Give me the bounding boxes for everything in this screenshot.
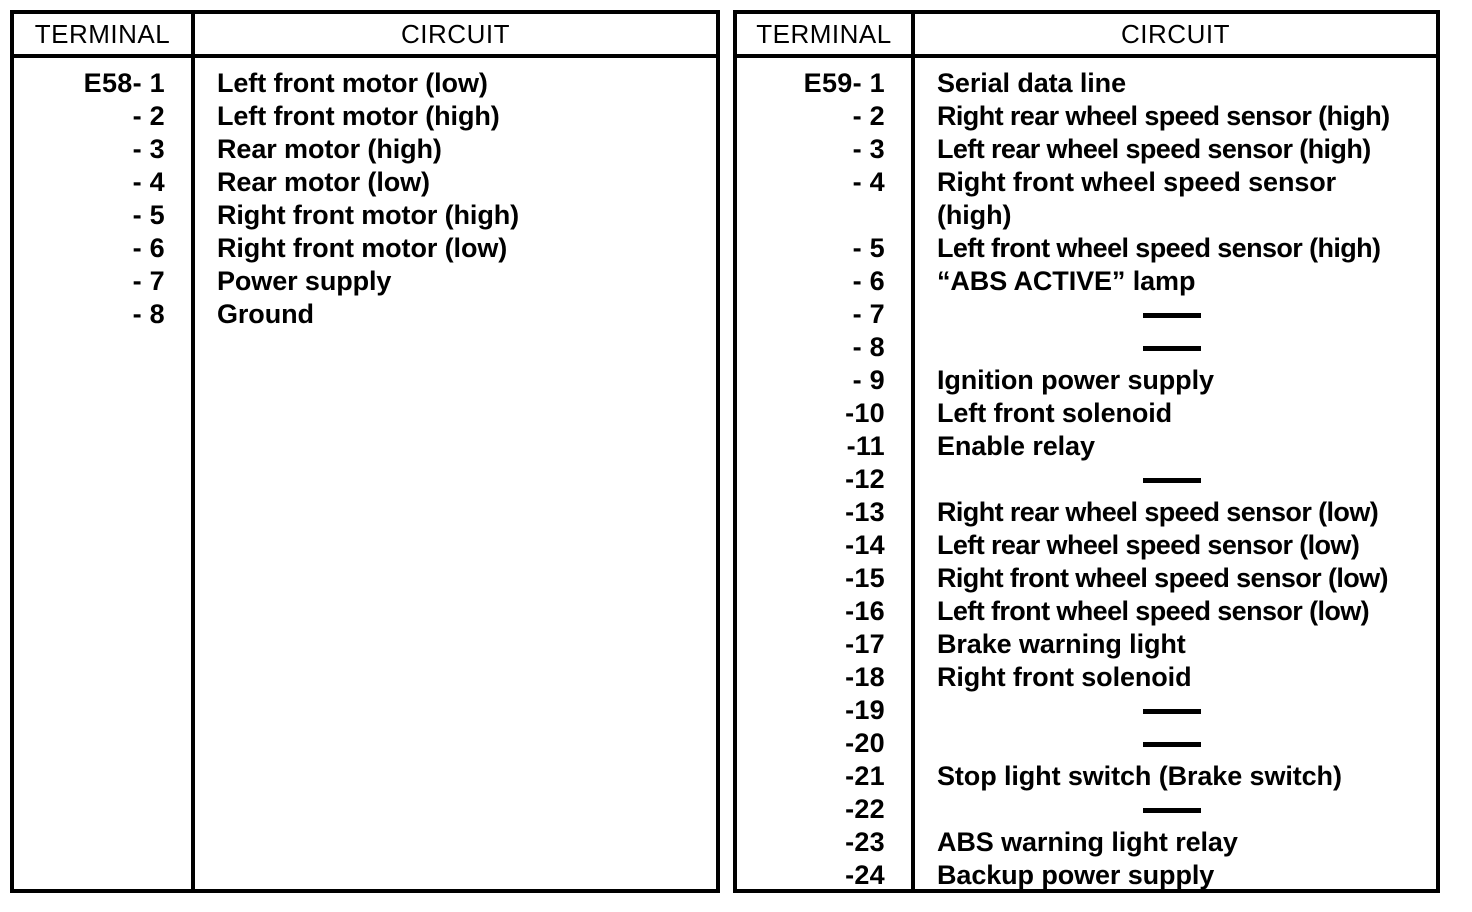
circuit-cell: Rear motor (high) <box>217 134 442 164</box>
circuit-cell: Serial data line <box>937 68 1126 98</box>
terminal-cell: -12 <box>845 464 885 494</box>
circuit-cell: Backup power supply <box>937 860 1215 890</box>
column-header-terminal-right: TERMINAL <box>737 14 915 54</box>
terminal-cell: - 5 <box>132 200 165 230</box>
terminal-cell: - 8 <box>852 332 885 362</box>
circuit-cell: “ABS ACTIVE” lamp <box>937 266 1196 296</box>
terminal-cell: -19 <box>845 695 885 725</box>
terminal-cell: -18 <box>845 662 885 692</box>
terminal-column-left: E58- 1 - 2 - 3 - 4 - 5 - 6 - 7 - 8 <box>14 58 195 889</box>
circuit-cell-blank <box>937 727 1436 760</box>
terminal-cell: -16 <box>845 596 885 626</box>
circuit-cell-blank <box>937 331 1436 364</box>
column-header-terminal-left: TERMINAL <box>14 14 195 54</box>
terminal-cell: - 7 <box>852 299 885 329</box>
circuit-cell: Power supply <box>217 266 392 296</box>
terminal-cell: - 4 <box>852 167 885 197</box>
terminal-cell: -24 <box>845 860 885 890</box>
terminal-cell: -21 <box>845 761 885 791</box>
terminal-cell: - 4 <box>132 167 165 197</box>
terminal-cell: - 3 <box>852 134 885 164</box>
circuit-cell-blank <box>937 793 1436 826</box>
terminal-chart-right: TERMINAL CIRCUIT E59- 1 - 2 - 3 - 4 - 5 … <box>733 10 1440 893</box>
table-header-row-right: TERMINAL CIRCUIT <box>737 14 1436 58</box>
table-body-right: E59- 1 - 2 - 3 - 4 - 5 - 6 - 7 - 8 - 9 -… <box>737 58 1436 890</box>
circuit-cell: Left rear wheel speed sensor (high) <box>937 134 1371 164</box>
circuit-cell: Left front wheel speed sensor (low) <box>937 596 1370 626</box>
column-header-circuit-right: CIRCUIT <box>1121 18 1230 49</box>
circuit-cell: Right front wheel speed sensor (low) <box>937 563 1389 593</box>
circuit-cell: Right rear wheel speed sensor (low) <box>937 497 1379 527</box>
circuit-cell: Enable relay <box>937 431 1095 461</box>
terminal-cell: - 6 <box>852 266 885 296</box>
terminal-cell: - 2 <box>852 101 885 131</box>
terminal-cell: - 7 <box>132 266 165 296</box>
circuit-cell: Right front solenoid <box>937 662 1192 692</box>
circuit-cell: Stop light switch (Brake switch) <box>937 761 1342 791</box>
circuit-cell: Left front motor (low) <box>217 68 488 98</box>
circuit-cell: Rear motor (low) <box>217 167 430 197</box>
circuit-column-right: Serial data line Right rear wheel speed … <box>915 58 1436 890</box>
terminal-cell: -22 <box>845 794 885 824</box>
circuit-cell: Right front motor (low) <box>217 233 508 263</box>
terminal-column-right: E59- 1 - 2 - 3 - 4 - 5 - 6 - 7 - 8 - 9 -… <box>737 58 915 890</box>
terminal-cell: - 2 <box>132 101 165 131</box>
terminal-cell: - 8 <box>132 299 165 329</box>
terminal-cell: - 6 <box>132 233 165 263</box>
circuit-cell-blank <box>937 694 1436 727</box>
table-body-left: E58- 1 - 2 - 3 - 4 - 5 - 6 - 7 - 8 Left … <box>14 58 716 889</box>
terminal-cell: -14 <box>845 530 885 560</box>
terminal-cell: -17 <box>845 629 885 659</box>
column-header-circuit-left: CIRCUIT <box>401 18 510 49</box>
terminal-cell: - 3 <box>132 134 165 164</box>
circuit-cell-blank <box>937 463 1436 496</box>
circuit-cell-blank <box>937 298 1436 331</box>
terminal-cell: -10 <box>845 398 885 428</box>
circuit-cell: Right front motor (high) <box>217 200 520 230</box>
terminal-cell: -13 <box>845 497 885 527</box>
circuit-cell: ABS warning light relay <box>937 827 1238 857</box>
terminal-cell: -23 <box>845 827 885 857</box>
terminal-cell: - 5 <box>852 233 885 263</box>
terminal-chart-left: TERMINAL CIRCUIT E58- 1 - 2 - 3 - 4 - 5 … <box>10 10 720 893</box>
terminal-cell: -15 <box>845 563 885 593</box>
terminal-cell: E58- 1 <box>83 68 165 98</box>
terminal-cell: E59- 1 <box>803 68 885 98</box>
circuit-cell: Left front motor (high) <box>217 101 500 131</box>
table-header-row-left: TERMINAL CIRCUIT <box>14 14 716 58</box>
circuit-cell: Right rear wheel speed sensor (high) <box>937 101 1390 131</box>
circuit-column-left: Left front motor (low) Left front motor … <box>195 58 716 889</box>
circuit-cell: Brake warning light <box>937 629 1186 659</box>
circuit-cell: Left front solenoid <box>937 398 1173 428</box>
circuit-cell: Right front wheel speed sensor (high) <box>937 167 1337 230</box>
terminal-cell: -20 <box>845 728 885 758</box>
circuit-cell: Ignition power supply <box>937 365 1214 395</box>
terminal-cell: - 9 <box>852 365 885 395</box>
circuit-cell: Left rear wheel speed sensor (low) <box>937 530 1360 560</box>
circuit-cell: Left front wheel speed sensor (high) <box>937 233 1381 263</box>
circuit-cell: Ground <box>217 299 314 329</box>
terminal-cell: -11 <box>846 431 885 461</box>
